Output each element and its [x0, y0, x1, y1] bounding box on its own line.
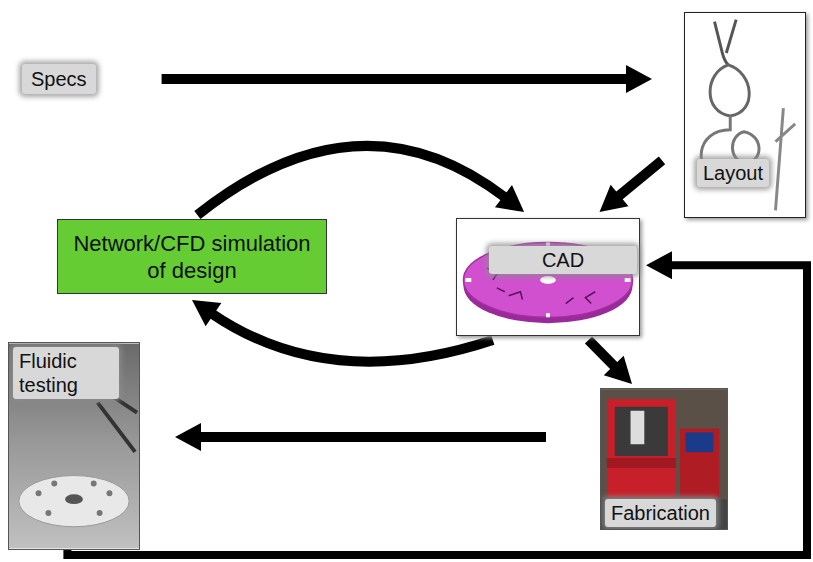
flow-arrow — [192, 300, 493, 362]
arrow-head — [192, 300, 221, 326]
flow-arrow — [67, 251, 807, 555]
arrow-head — [604, 356, 632, 384]
flow-arrow — [197, 146, 524, 215]
test-photo: Fluidic testing — [8, 342, 140, 550]
arrow-line — [67, 265, 807, 555]
arrow-line — [212, 314, 493, 362]
arrow-line — [199, 432, 546, 442]
arrow-head — [646, 251, 672, 279]
label-tag: Layout — [697, 159, 769, 187]
arrow-head — [600, 185, 629, 212]
cad-panel: CAD — [456, 218, 640, 336]
node-text: Network/CFD simulation of design — [68, 230, 316, 284]
flow-arrow — [600, 160, 662, 212]
label-tag: Fluidic testing — [13, 347, 119, 399]
label-tag: Fabrication — [605, 499, 716, 527]
spec-label: Specs — [22, 64, 96, 94]
arrow-head — [175, 423, 201, 451]
layout-panel: Layout — [684, 12, 806, 218]
arrow-line — [588, 340, 615, 367]
process-box: Network/CFD simulation of design — [57, 219, 327, 294]
illustration — [457, 219, 639, 335]
label-tag: CAD — [489, 246, 637, 274]
arrow-line — [618, 160, 662, 196]
node-text: Specs — [31, 68, 87, 90]
arrow-head — [495, 185, 524, 212]
arrow-head — [626, 65, 652, 93]
arrow-line — [162, 74, 628, 84]
flow-arrow — [588, 340, 632, 384]
flow-arrow — [162, 65, 652, 93]
arrow-line — [197, 146, 505, 215]
flow-arrow — [175, 423, 546, 451]
fabrication-photo: Fabrication — [600, 388, 728, 530]
